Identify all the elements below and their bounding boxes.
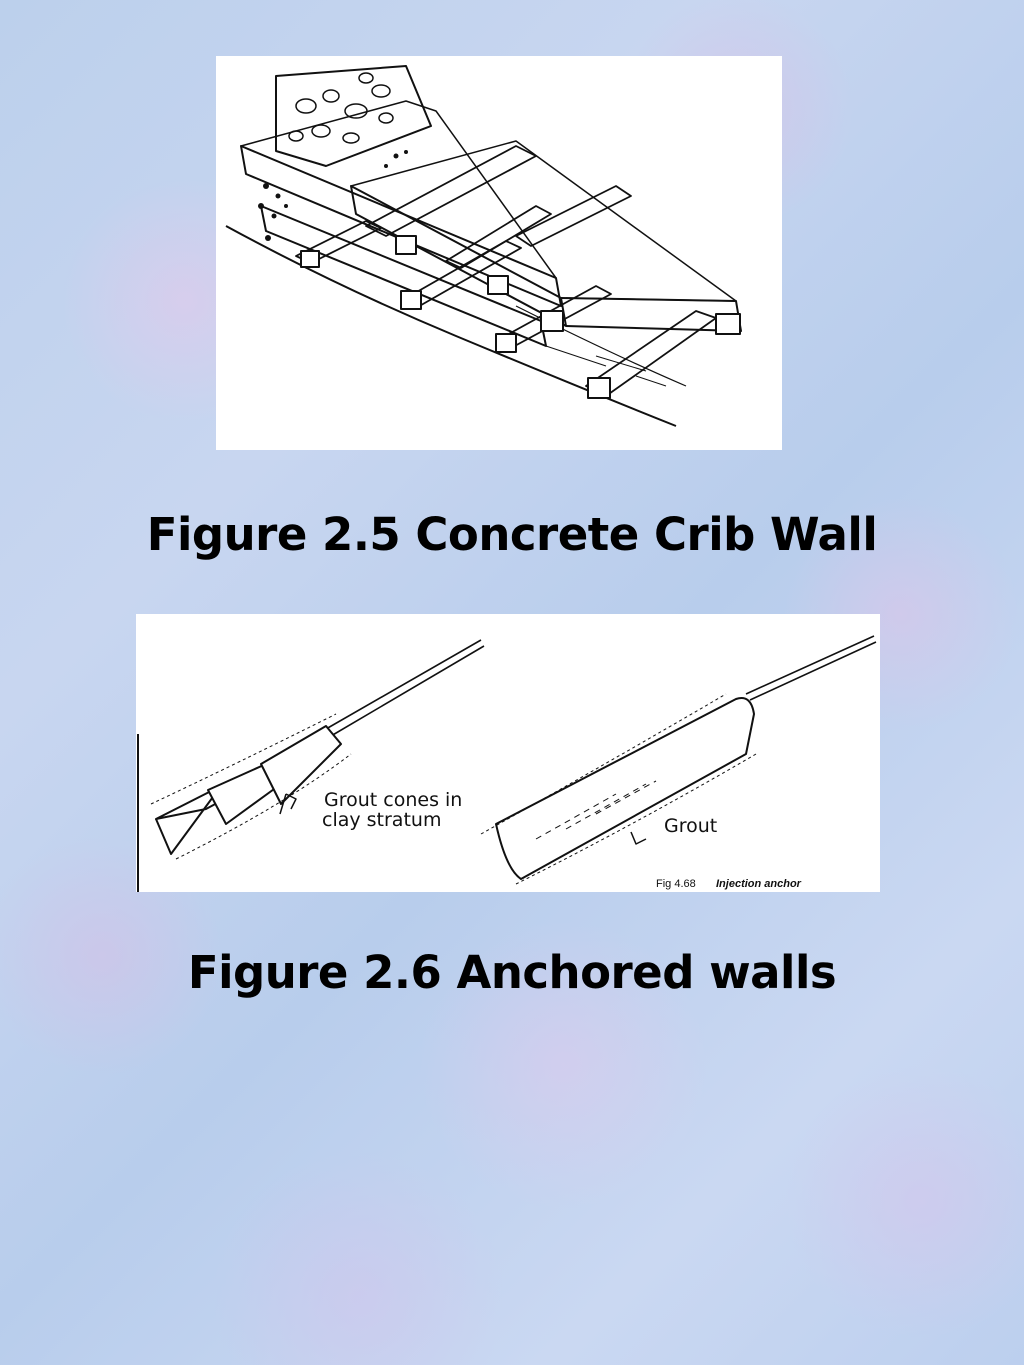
figure-number: Fig 4.68 [656, 878, 696, 890]
crib-wall-illustration [216, 56, 782, 450]
figure-title: Injection anchor [716, 878, 802, 890]
figure-caption: Figure 2.5 Concrete Crib Wall [146, 508, 878, 561]
anchored-walls-illustration: Grout cones in clay stratum Grout Fig 4.… [136, 614, 880, 892]
label-grout: Grout [664, 815, 717, 837]
label-grout-cones-line2: clay stratum [322, 809, 441, 831]
label-grout-cones-line1: Grout cones in [324, 789, 462, 811]
figure-caption: Figure 2.6 Anchored walls [187, 946, 837, 999]
